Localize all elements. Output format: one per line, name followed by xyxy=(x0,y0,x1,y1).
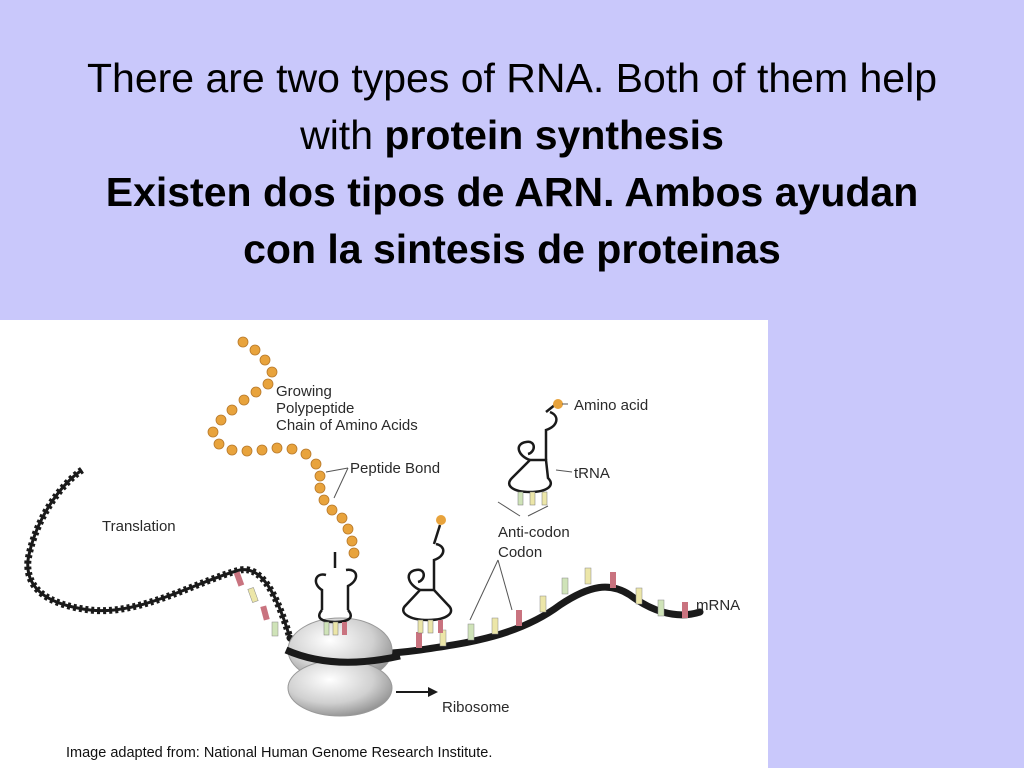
mrna-base xyxy=(233,571,245,587)
label-codon: Codon xyxy=(498,544,542,561)
trna-free-bases xyxy=(517,491,548,506)
label-trna: tRNA xyxy=(574,465,610,482)
mrna-base xyxy=(635,587,643,605)
trna-free xyxy=(507,403,558,494)
slide-title: There are two types of RNA. Both of them… xyxy=(0,50,1024,278)
mrna-base xyxy=(247,587,259,603)
title-line-3: Existen dos tipos de ARN. Ambos ayudan xyxy=(105,169,919,215)
trna-adjacent xyxy=(402,524,453,622)
translation-diagram: Growing Polypeptide Chain of Amino Acids… xyxy=(0,320,768,768)
title-line-4: con la sintesis de proteinas xyxy=(243,226,781,272)
label-peptide-bond: Peptide Bond xyxy=(350,460,440,477)
mrna-through-ribosome xyxy=(284,646,401,666)
mrna-base xyxy=(491,617,499,635)
title-line-2-bold: protein synthesis xyxy=(384,112,724,158)
label-translation: Translation xyxy=(102,518,176,535)
amino-acid-icon xyxy=(553,399,563,409)
mrna-strand-dashed xyxy=(24,467,294,640)
mrna-strand-dashed-core xyxy=(26,468,292,639)
mrna-base xyxy=(467,623,475,641)
ribosome-small-subunit xyxy=(287,659,393,717)
ribosome-arrowhead xyxy=(428,687,438,697)
mrna-base xyxy=(416,632,422,648)
trna-adjacent-bases xyxy=(417,619,443,634)
trna-adjacent-amino-acid xyxy=(436,515,446,525)
mrna-base xyxy=(682,602,688,618)
mrna-base xyxy=(584,567,592,585)
leader-lines xyxy=(325,403,573,621)
label-anti-codon: Anti-codon xyxy=(498,524,570,541)
label-amino-acid: Amino acid xyxy=(574,397,648,414)
mrna-base xyxy=(610,572,616,588)
translation-diagram-svg: Growing Polypeptide Chain of Amino Acids… xyxy=(24,336,740,761)
image-credit: Image adapted from: National Human Genom… xyxy=(66,745,492,761)
label-growing: Growing xyxy=(276,383,332,400)
mrna-base xyxy=(271,621,279,637)
title-line-2: with protein synthesis xyxy=(0,107,1024,164)
label-ribosome: Ribosome xyxy=(442,699,510,716)
title-line-2-prefix: with xyxy=(300,112,385,158)
mrna-base xyxy=(260,605,270,621)
mrna-bases xyxy=(233,567,688,648)
mrna-base xyxy=(657,599,665,617)
label-polypeptide: Polypeptide xyxy=(276,400,354,417)
mrna-base xyxy=(539,595,547,613)
trna-in-ribosome-bases xyxy=(323,621,347,636)
trna-in-ribosome xyxy=(314,552,358,624)
label-mrna: mRNA xyxy=(696,597,740,614)
mrna-base xyxy=(516,610,522,626)
polypeptide-chain xyxy=(207,336,360,559)
title-line-1: There are two types of RNA. Both of them… xyxy=(86,55,938,101)
label-chain-of-amino-acids: Chain of Amino Acids xyxy=(276,417,418,434)
mrna-base xyxy=(561,577,569,595)
